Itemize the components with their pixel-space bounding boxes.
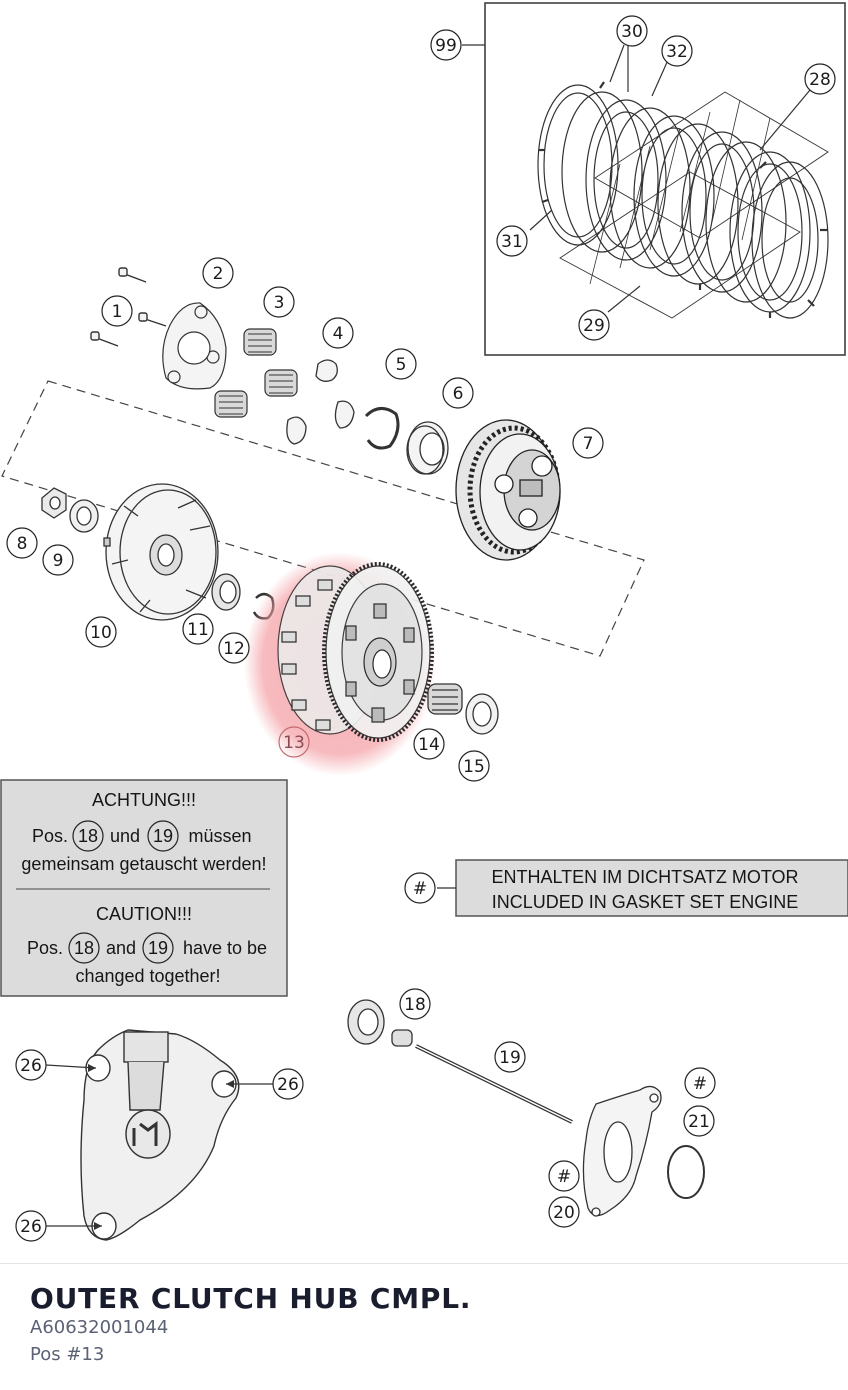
callout-26-bottom-left: 26 — [20, 1217, 42, 1237]
callout-99: 99 — [435, 36, 457, 56]
part-position: Pos #13 — [30, 1344, 105, 1365]
warning-title-de: ACHTUNG!!! — [92, 790, 196, 810]
callout-14: 14 — [418, 735, 440, 755]
gasket-legend: # ENTHALTEN IM DICHTSATZ MOTOR INCLUDED … — [404, 859, 848, 917]
callout-numbers: 99 30 32 28 31 29 2 1 3 4 5 6 7 8 9 10 1… — [17, 22, 831, 1237]
warning-line2-de: gemeinsam getauscht werden! — [21, 854, 266, 874]
callout-1: 1 — [112, 302, 123, 322]
callout-12: 12 — [223, 639, 245, 659]
warning-ref1-de: 18 — [78, 826, 98, 846]
assembly-outline — [1, 380, 645, 657]
inner-clutch-hub — [455, 419, 561, 561]
leader-arrowheads — [88, 1064, 234, 1230]
callout-28: 28 — [809, 70, 831, 90]
gasket-legend-de: ENTHALTEN IM DICHTSATZ MOTOR — [491, 867, 798, 887]
callout-hash-20: # — [557, 1167, 571, 1187]
exploded-parts-diagram: ACHTUNG!!! Pos. 18 und 19 müssen gemeins… — [0, 2, 848, 1242]
callout-19: 19 — [499, 1048, 521, 1068]
callout-29: 29 — [583, 316, 605, 336]
warning-box: ACHTUNG!!! Pos. 18 und 19 müssen gemeins… — [0, 779, 288, 997]
callout-26-top-left: 26 — [20, 1056, 42, 1076]
footer-divider — [0, 1263, 848, 1264]
callout-6: 6 — [453, 384, 464, 404]
callout-26-right: 26 — [277, 1075, 299, 1095]
outer-clutch-hub — [277, 562, 434, 742]
washer-ring-group — [286, 359, 449, 475]
callout-11: 11 — [187, 620, 209, 640]
callout-4: 4 — [333, 324, 344, 344]
warning-line2-en: changed together! — [75, 966, 220, 986]
callout-18: 18 — [404, 995, 426, 1015]
warning-title-en: CAUTION!!! — [96, 904, 192, 924]
push-rod-group — [347, 999, 705, 1217]
part-title: OUTER CLUTCH HUB CMPL. — [30, 1282, 472, 1315]
callout-9: 9 — [53, 551, 64, 571]
callout-7: 7 — [583, 434, 594, 454]
callout-2: 2 — [213, 264, 224, 284]
clutch-plate-kit — [462, 2, 846, 356]
callout-10: 10 — [90, 623, 112, 643]
warning-tail-en: have to be — [183, 938, 267, 958]
warning-and-de: und — [110, 826, 140, 846]
clutch-slave-cylinder — [80, 1029, 240, 1241]
callout-20: 20 — [553, 1203, 575, 1223]
callout-3: 3 — [274, 293, 285, 313]
callout-30: 30 — [621, 22, 643, 42]
callout-hash-21: # — [693, 1074, 707, 1094]
warning-tail-de: müssen — [188, 826, 251, 846]
callout-8: 8 — [17, 534, 28, 554]
callout-21: 21 — [688, 1112, 710, 1132]
pressure-cap-group — [90, 267, 298, 418]
callout-13: 13 — [283, 733, 305, 753]
callout-5: 5 — [396, 355, 407, 375]
warning-ref2-en: 19 — [148, 938, 168, 958]
callout-circle-13 — [278, 726, 310, 758]
callout-circles — [6, 15, 836, 1242]
gasket-legend-en: INCLUDED IN GASKET SET ENGINE — [492, 892, 798, 912]
callout-31: 31 — [501, 232, 523, 252]
warning-ref2-de: 19 — [153, 826, 173, 846]
warning-pos-en: Pos. — [27, 938, 63, 958]
warning-ref1-en: 18 — [74, 938, 94, 958]
callout-15: 15 — [463, 757, 485, 777]
spring-washer-group — [427, 683, 499, 735]
legend-hash-symbol: # — [413, 879, 427, 899]
callout-32: 32 — [666, 42, 688, 62]
part-info-footer: OUTER CLUTCH HUB CMPL. A60632001044 Pos … — [0, 1264, 848, 1390]
warning-pos-de: Pos. — [32, 826, 68, 846]
pressure-plate-group — [41, 483, 219, 621]
part-number: A60632001044 — [30, 1317, 169, 1338]
warning-and-en: and — [106, 938, 136, 958]
